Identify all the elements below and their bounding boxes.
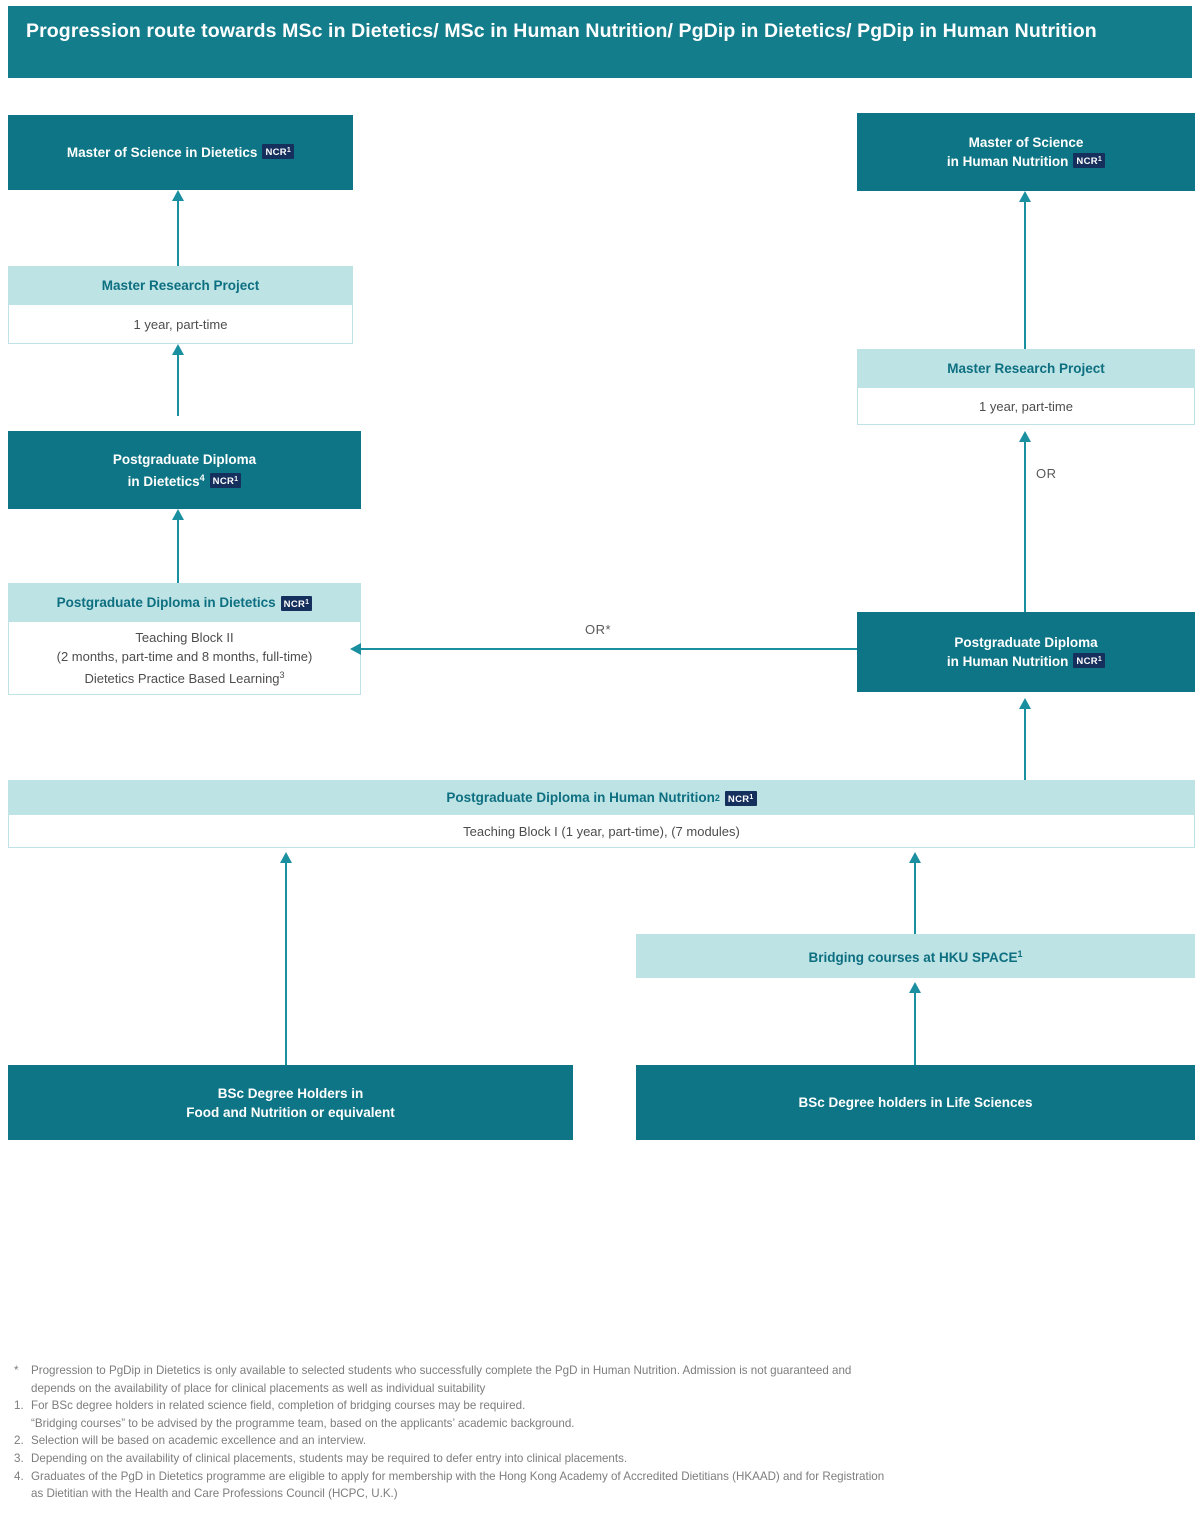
connector-mrp-left-to-msc bbox=[177, 196, 179, 266]
node-pgdip-dietetics-teaching-body: Teaching Block II (2 months, part-time a… bbox=[9, 622, 360, 694]
footnote-marker: 1. bbox=[14, 1399, 24, 1413]
node-pgdip-dietetics-award-line1: Postgraduate Diploma bbox=[112, 451, 257, 467]
footnote-marker: 2. bbox=[14, 1434, 24, 1448]
ncr-badge-icon: NCR1 bbox=[1073, 653, 1106, 668]
connector-pgdiphn-split-to-award bbox=[1024, 704, 1026, 784]
ncr-badge-icon: NCR1 bbox=[209, 472, 242, 488]
footnote-text: Graduates of the PgD in Dietetics progra… bbox=[31, 1468, 1186, 1503]
footnote-text: For BSc degree holders in related scienc… bbox=[31, 1397, 1186, 1432]
footnote-item: 3. Depending on the availability of clin… bbox=[14, 1450, 1186, 1468]
connector-label-or: OR bbox=[1036, 466, 1057, 481]
arrowhead-up-icon bbox=[909, 982, 921, 993]
arrowhead-up-icon bbox=[172, 344, 184, 355]
node-mrp-right-header: Master Research Project bbox=[858, 350, 1194, 388]
footnote-text-line2: as Dietitian with the Health and Care Pr… bbox=[31, 1487, 398, 1501]
footnote-item: 1. For BSc degree holders in related sci… bbox=[14, 1397, 1186, 1432]
teaching-block-line1: Teaching Block II bbox=[135, 630, 234, 645]
ncr-badge-icon: NCR1 bbox=[1073, 153, 1106, 168]
connector-bsclife-to-bridging bbox=[914, 988, 916, 1065]
node-bsc-food-line1: BSc Degree Holders in bbox=[217, 1085, 364, 1101]
node-pgdip-hn-teaching-body: Teaching Block I (1 year, part-time), (7… bbox=[463, 823, 740, 839]
footnote-marker: 4. bbox=[14, 1469, 24, 1483]
node-bsc-life-line1: BSc Degree holders in Life Sciences bbox=[798, 1095, 1033, 1110]
footnote-ref-3: 3 bbox=[279, 670, 285, 680]
node-master-research-project-left: Master Research Project 1 year, part-tim… bbox=[8, 266, 353, 344]
page-title: Progression route towards MSc in Dieteti… bbox=[8, 6, 1192, 78]
connector-pgdiphn-to-pgdipdiet bbox=[361, 648, 857, 650]
node-msc-hn-line2: in Human Nutrition bbox=[946, 154, 1069, 169]
node-mrp-right-body: 1 year, part-time bbox=[979, 398, 1073, 414]
footnotes-list: * Progression to PgDip in Dietetics is o… bbox=[14, 1362, 1186, 1503]
teaching-block-line3-text: Dietetics Practice Based Learning bbox=[84, 671, 280, 686]
node-master-research-project-right: Master Research Project 1 year, part-tim… bbox=[857, 349, 1195, 425]
arrowhead-up-icon bbox=[1019, 698, 1031, 709]
node-msc-dietetics: Master of Science in Dietetics NCR1 bbox=[8, 115, 353, 190]
footnote-ref-4: 4 bbox=[199, 472, 205, 483]
footnote-text-line1: Graduates of the PgD in Dietetics progra… bbox=[31, 1469, 885, 1483]
arrowhead-up-icon bbox=[280, 852, 292, 863]
node-pgdip-hn-award-line2: in Human Nutrition bbox=[946, 654, 1069, 669]
teaching-block-line2: (2 months, part-time and 8 months, full-… bbox=[56, 649, 313, 664]
footnote-text: Selection will be based on academic exce… bbox=[31, 1434, 367, 1448]
node-bridging-courses: Bridging courses at HKU SPACE1 bbox=[636, 934, 1195, 978]
footnote-marker: 3. bbox=[14, 1451, 24, 1465]
teaching-block-line3: Dietetics Practice Based Learning3 bbox=[84, 666, 284, 688]
footnote-item: 4. Graduates of the PgD in Dietetics pro… bbox=[14, 1468, 1186, 1503]
footnote-text-line2: depends on the availability of place for… bbox=[31, 1381, 486, 1395]
node-bridging-label: Bridging courses at HKU SPACE bbox=[808, 950, 1018, 965]
arrowhead-left-icon bbox=[350, 643, 361, 655]
arrowhead-up-icon bbox=[909, 852, 921, 863]
footnote-item: * Progression to PgDip in Dietetics is o… bbox=[14, 1362, 1186, 1397]
footnote-marker: * bbox=[14, 1364, 19, 1377]
footnote-ref-2: 2 bbox=[714, 793, 720, 803]
footnote-text-line2: “Bridging courses” to be advised by the … bbox=[31, 1416, 575, 1430]
arrowhead-up-icon bbox=[172, 190, 184, 201]
connector-pgdipdiet-split-to-award bbox=[177, 515, 179, 583]
ncr-badge-icon: NCR1 bbox=[262, 144, 295, 159]
arrowhead-up-icon bbox=[172, 509, 184, 520]
arrowhead-up-icon bbox=[1019, 191, 1031, 202]
connector-pgdiphn-to-mrp-right bbox=[1024, 437, 1026, 614]
node-pgdip-hn-teaching-header-text: Postgraduate Diploma in Human Nutrition bbox=[446, 790, 715, 805]
footnote-text: Progression to PgDip in Dietetics is onl… bbox=[31, 1362, 1186, 1397]
node-pgdip-hn-award-line1: Postgraduate Diploma bbox=[954, 635, 1098, 650]
node-bsc-life-sciences: BSc Degree holders in Life Sciences bbox=[636, 1065, 1195, 1140]
ncr-badge-icon: NCR1 bbox=[280, 595, 313, 611]
connector-bscfood-to-pgdiphn bbox=[285, 858, 287, 1066]
footnote-text-line1: For BSc degree holders in related scienc… bbox=[31, 1399, 526, 1413]
node-pgdip-dietetics-award: Postgraduate Diploma in Dietetics4 NCR1 bbox=[8, 431, 361, 509]
ncr-badge-icon: NCR1 bbox=[724, 790, 757, 806]
footnote-text-line1: Progression to PgDip in Dietetics is onl… bbox=[31, 1364, 852, 1377]
connector-pgdipdiet-to-mrp-left bbox=[177, 350, 179, 416]
node-msc-human-nutrition: Master of Science in Human Nutrition NCR1 bbox=[857, 113, 1195, 191]
node-bsc-food-nutrition: BSc Degree Holders in Food and Nutrition… bbox=[8, 1065, 573, 1140]
node-pgdip-dietetics-teaching: Postgraduate Diploma in Dietetics NCR1 Te… bbox=[8, 583, 361, 695]
arrowhead-up-icon bbox=[1019, 431, 1031, 442]
connector-mrp-right-to-msc-hn bbox=[1024, 197, 1026, 349]
footnote-ref-1: 1 bbox=[1017, 949, 1023, 959]
node-msc-hn-line1: Master of Science bbox=[968, 135, 1084, 150]
node-pgdip-dietetics-award-line2: in Dietetics bbox=[127, 473, 200, 489]
node-bsc-food-line2: Food and Nutrition or equivalent bbox=[186, 1104, 395, 1120]
footnote-text: Depending on the availability of clinica… bbox=[31, 1451, 628, 1465]
node-msc-dietetics-label: Master of Science in Dietetics bbox=[66, 145, 258, 160]
node-mrp-left-body: 1 year, part-time bbox=[133, 316, 228, 332]
connector-bridging-to-pgdiphn bbox=[914, 858, 916, 934]
node-pgdip-dietetics-teaching-header-text: Postgraduate Diploma in Dietetics bbox=[56, 595, 276, 610]
node-mrp-left-header: Master Research Project bbox=[9, 267, 352, 305]
footnote-item: 2. Selection will be based on academic e… bbox=[14, 1432, 1186, 1450]
node-pgdip-dietetics-teaching-header: Postgraduate Diploma in Dietetics NCR1 bbox=[9, 584, 360, 622]
connector-label-or-cross: OR* bbox=[585, 622, 612, 637]
node-pgdip-human-nutrition-award: Postgraduate Diploma in Human Nutrition N… bbox=[857, 612, 1195, 692]
